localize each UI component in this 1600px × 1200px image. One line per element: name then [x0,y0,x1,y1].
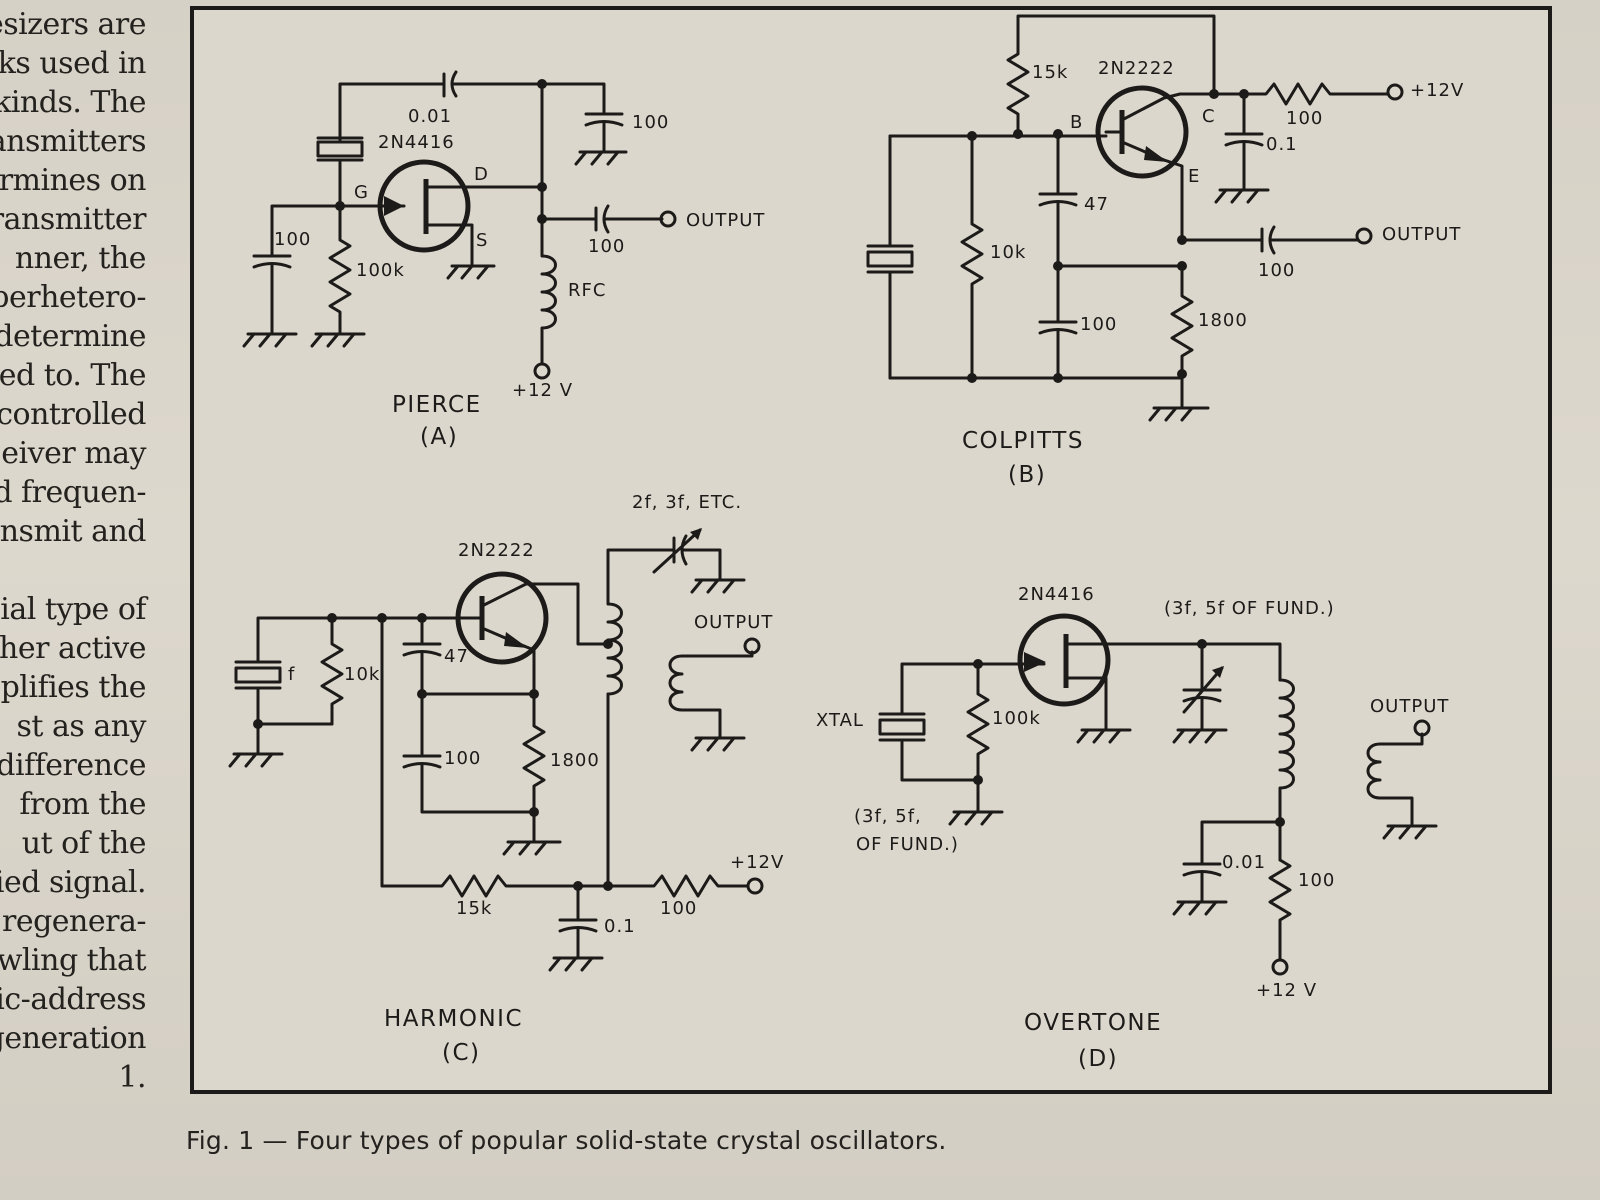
body-text-line: esizers are [0,10,147,42]
harmonic-transistor: 2N2222 [458,540,535,561]
pierce-transistor: 2N4416 [378,132,455,153]
pierce-drain-cap: 100 [632,112,669,133]
colpitts-pin-b: B [1070,112,1083,133]
overtone-crystal-label: XTAL [816,710,864,731]
pierce-output-label: OUTPUT [686,210,765,231]
colpitts-base-resistor: 10k [990,242,1026,263]
pierce-pin-d: D [474,164,489,185]
harmonic-tuning-note: 2f, 3f, ETC. [632,492,742,513]
overtone-cap-001: 0.01 [1222,852,1266,873]
colpitts-output-label: OUTPUT [1382,224,1461,245]
body-text-line: generation [0,1021,147,1056]
oscillator-schematics: G D S 0.01 2N4416 100 100 100k 100 OUTPU… [228,14,1464,1072]
overtone-circuit: 2N4416 (3f, 5f OF FUND.) XTAL 100k (3f, … [816,584,1449,1072]
body-text-line: kinds. The [0,85,146,120]
pierce-rfc-label: RFC [568,280,606,301]
harmonic-cap-100: 100 [444,748,481,769]
body-text-line: ansmitters [0,124,147,159]
pierce-output-cap: 100 [588,236,625,257]
overtone-title: OVERTONE [1024,1010,1162,1036]
pierce-pin-s: S [476,230,488,251]
body-text-line: ic-address [0,982,146,1017]
adjacent-column-text: esizers are cks used in kinds. The ansmitte… [0,10,150,1110]
harmonic-title: HARMONIC [384,1006,523,1032]
colpitts-pin-c: C [1202,106,1216,127]
overtone-transistor: 2N4416 [1018,584,1095,605]
body-text-line: nsmit and [0,514,147,549]
colpitts-pin-e: E [1188,166,1200,187]
body-text-line: nner, the [14,241,147,276]
body-text-line: from the [19,787,146,822]
body-text-line: perhetero- [0,280,146,315]
pierce-circuit: G D S 0.01 2N4416 100 100 100k 100 OUTPU… [242,70,765,450]
colpitts-title: COLPITTS [962,428,1084,454]
colpitts-transistor: 2N2222 [1098,58,1175,79]
body-text-line: rmines on [0,163,147,198]
harmonic-supply: +12V [730,852,784,873]
colpitts-letter: (B) [1008,462,1046,488]
body-text-line: eiver may [1,436,146,471]
harmonic-output-label: OUTPUT [694,612,773,633]
harmonic-emitter-resistor: 1800 [550,750,600,771]
body-text-line: ed to. The [0,358,147,393]
body-text-line: her active [0,631,147,666]
pierce-title: PIERCE [392,392,482,418]
colpitts-collector-cap: 0.1 [1266,134,1298,155]
colpitts-cap-47: 47 [1084,194,1109,215]
harmonic-cap-01: 0.1 [604,916,636,937]
pierce-letter: (A) [420,424,458,450]
body-text-line: ial type of [0,592,146,627]
colpitts-supply: +12V [1410,80,1464,101]
body-text-line: plifies the [0,670,147,705]
pierce-supply: +12 V [512,380,573,401]
pierce-pin-g: G [354,182,369,203]
body-text-line: ransmitter [0,202,147,237]
harmonic-res-15k: 15k [456,898,492,919]
body-text-line: cks used in [0,46,146,81]
body-text-line: ied signal. [0,865,147,900]
figure-frame: G D S 0.01 2N4416 100 100 100k 100 OUTPU… [190,6,1552,1094]
harmonic-letter: (C) [442,1040,481,1066]
body-text-line: regenera- [2,904,147,939]
overtone-letter: (D) [1078,1046,1118,1072]
colpitts-cap-100: 100 [1080,314,1117,335]
pierce-gate-resistor: 100k [356,260,405,281]
pierce-gate-cap: 100 [274,229,311,250]
body-text-line: difference [0,748,146,783]
colpitts-collector-resistor: 100 [1286,108,1323,129]
figure-caption: Fig. 1 — Four types of popular solid-sta… [186,1126,947,1155]
pierce-feedback-cap: 0.01 [408,106,452,127]
overtone-output-label: OUTPUT [1370,696,1449,717]
body-text-line: d frequen- [0,475,146,510]
colpitts-emitter-resistor: 1800 [1198,310,1248,331]
body-text-line: st as any [16,709,147,744]
colpitts-base-top-resistor: 15k [1032,62,1068,83]
overtone-supply: +12 V [1256,980,1317,1001]
colpitts-output-cap: 100 [1258,260,1295,281]
harmonic-res-100: 100 [660,898,697,919]
body-text-line: ut of the [21,826,147,861]
overtone-crystal-note-2: OF FUND.) [856,834,959,855]
harmonic-cap-47: 47 [444,646,469,667]
harmonic-base-resistor: 10k [344,664,380,685]
overtone-res-100: 100 [1298,870,1335,891]
harmonic-crystal-label: f [288,664,295,685]
overtone-gate-resistor: 100k [992,708,1041,729]
overtone-tuning-note: (3f, 5f OF FUND.) [1164,598,1335,619]
body-text-line: controlled [0,397,146,432]
body-text-line: 1. [118,1060,146,1095]
colpitts-circuit: B C E [866,14,1464,488]
overtone-crystal-note-1: (3f, 5f, [854,806,922,827]
harmonic-circuit: 2f, 3f, ETC. 2N2222 f 10k 47 100 1800 15… [228,492,784,1066]
body-text-line: wling that [0,943,147,978]
body-text-line: determine [0,319,146,354]
